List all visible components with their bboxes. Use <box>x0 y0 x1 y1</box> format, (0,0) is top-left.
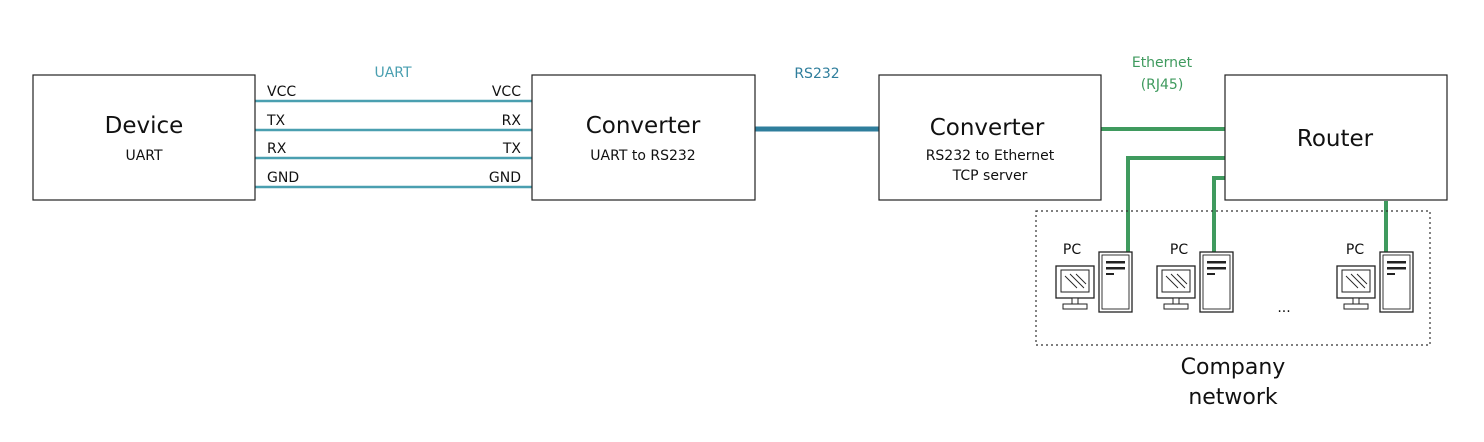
pc-2-icon <box>1156 251 1234 313</box>
device-title: Device <box>105 113 184 139</box>
device-box: Device UART <box>32 74 256 201</box>
more-pcs-ellipsis: ... <box>1277 300 1290 316</box>
converter-rs232-ethernet-box: Converter RS232 to Ethernet TCP server <box>878 74 1102 201</box>
pc-3-label: PC <box>1346 242 1364 258</box>
pc-3: PC <box>1336 242 1414 313</box>
device-subtitle: UART <box>125 148 163 164</box>
pc-1: PC <box>1055 242 1133 313</box>
left-pin-rx: RX <box>267 141 287 157</box>
company-network-label-line2: network <box>1188 385 1278 410</box>
ethernet-lines <box>1101 127 1388 252</box>
pc-1-icon <box>1055 251 1133 313</box>
uart-right-pins: VCC RX TX GND <box>489 84 522 186</box>
left-pin-vcc: VCC <box>267 84 296 100</box>
left-pin-tx: TX <box>266 113 286 129</box>
uart-label: UART <box>374 65 412 81</box>
uart-left-pins: VCC TX RX GND <box>266 84 299 186</box>
pc-1-label: PC <box>1063 242 1081 258</box>
router-title: Router <box>1297 126 1374 152</box>
converter1-subtitle: UART to RS232 <box>590 148 695 164</box>
converter2-subtitle-line1: RS232 to Ethernet <box>926 148 1055 164</box>
pc-2-label: PC <box>1170 242 1188 258</box>
left-pin-gnd: GND <box>267 170 299 186</box>
right-pin-tx: TX <box>502 141 522 157</box>
ethernet-line-pc2 <box>1212 176 1225 252</box>
ethernet-line-pc1 <box>1126 156 1225 252</box>
right-pin-rx: RX <box>502 113 522 129</box>
converter1-title: Converter <box>586 113 701 139</box>
uart-lines <box>255 99 532 189</box>
rs232-label: RS232 <box>794 66 839 82</box>
company-network-boundary <box>1035 210 1431 346</box>
converter2-subtitle-line2: TCP server <box>952 168 1028 184</box>
pc-2: PC <box>1156 242 1234 313</box>
ethernet-label-line2: (RJ45) <box>1141 77 1184 93</box>
converter-uart-rs232-box: Converter UART to RS232 <box>531 74 756 201</box>
right-pin-vcc: VCC <box>492 84 521 100</box>
pc-3-icon <box>1336 251 1414 313</box>
ethernet-label-line1: Ethernet <box>1132 55 1193 71</box>
right-pin-gnd: GND <box>489 170 521 186</box>
router-box: Router <box>1224 74 1448 201</box>
company-network-label-line1: Company <box>1181 355 1286 380</box>
converter2-title: Converter <box>930 115 1045 141</box>
